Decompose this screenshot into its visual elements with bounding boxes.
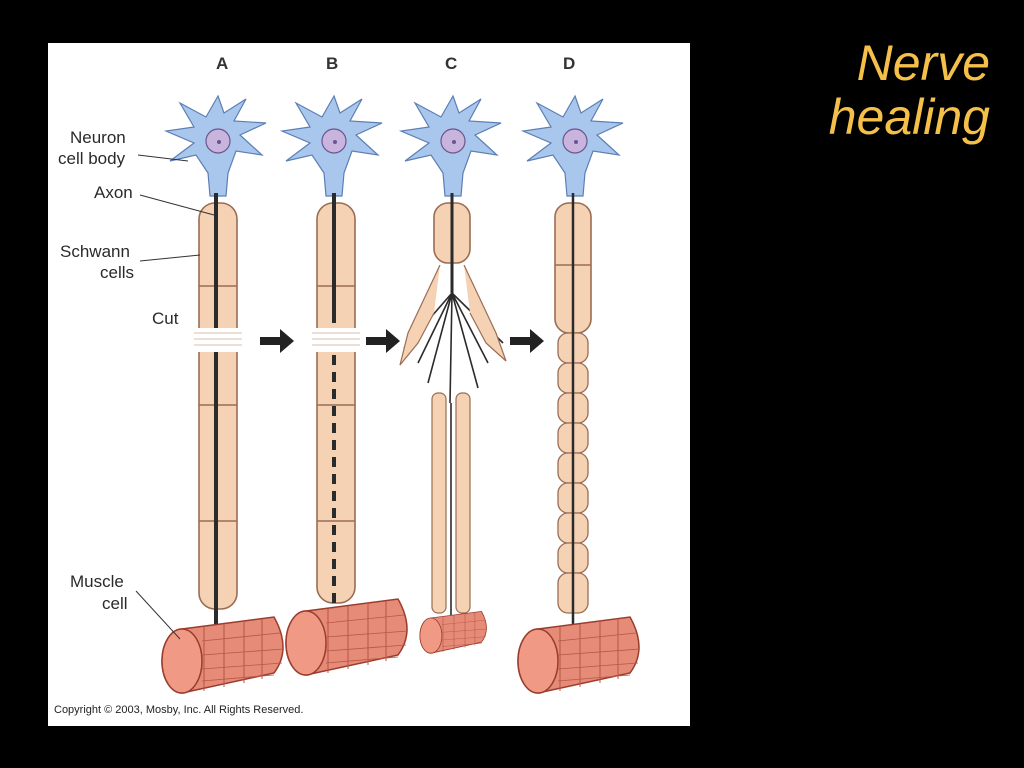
- panel-d-neuron-cell-body: [522, 95, 624, 197]
- panel-c-schwann-branches: [399, 264, 507, 366]
- panel-b-muscle-cell: [285, 598, 409, 676]
- label-schwann-line-1: Schwann: [60, 242, 130, 261]
- panel-letter-d: D: [563, 54, 575, 73]
- slide-title-line-1: Nerve: [856, 35, 990, 91]
- copyright-notice: Copyright © 2003, Mosby, Inc. All Rights…: [54, 704, 303, 716]
- panel-c-schwann-tube-left: [431, 392, 447, 614]
- panel-a-cut-marks: [194, 332, 242, 346]
- callout-neuron-cell-body: Neuron cell body: [58, 128, 189, 168]
- callout-cut: Cut: [152, 309, 179, 328]
- panel-b-neuron-cell-body: [281, 95, 383, 197]
- callout-muscle-cell: Muscle cell: [70, 572, 181, 640]
- label-muscle-line-2: cell: [102, 594, 128, 613]
- panel-b-cut-marks: [312, 332, 360, 346]
- callout-axon: Axon: [94, 183, 215, 216]
- label-schwann-line-2: cells: [100, 263, 134, 282]
- label-neuron-line-2: cell body: [58, 149, 126, 168]
- panel-b-degeneration: [281, 95, 409, 676]
- nerve-diagram: A B C D: [54, 54, 641, 716]
- leader-axon: [139, 194, 215, 216]
- panel-letter-a: A: [216, 54, 228, 73]
- panel-d-reinnervation: [517, 95, 641, 694]
- slide-title-line-2: healing: [828, 89, 990, 145]
- panel-a-muscle-cell: [161, 616, 285, 694]
- panel-c-neuron-cell-body: [400, 95, 502, 197]
- panel-a-cut-gap: [194, 328, 242, 352]
- panel-a-neuron-cell-body: [165, 95, 267, 197]
- label-neuron-line-1: Neuron: [70, 128, 126, 147]
- arrow-a-to-b-icon: [260, 329, 294, 353]
- panel-c-schwann-tube-right: [455, 392, 471, 614]
- label-muscle-line-1: Muscle: [70, 572, 124, 591]
- callout-schwann-cells: Schwann cells: [60, 242, 201, 282]
- panel-d-regenerated-schwann-segments: [557, 332, 589, 614]
- label-cut: Cut: [152, 309, 179, 328]
- leader-muscle: [135, 590, 181, 640]
- panel-letter-b: B: [326, 54, 338, 73]
- panel-d-muscle-cell: [517, 616, 641, 694]
- panel-letter-c: C: [445, 54, 457, 73]
- slide-title: Nerve healing: [730, 36, 990, 144]
- arrow-b-to-c-icon: [366, 329, 400, 353]
- panel-b-cut-gap: [312, 328, 360, 352]
- panel-c-muscle-cell: [419, 610, 488, 654]
- label-axon: Axon: [94, 183, 133, 202]
- panel-a-intact-nerve: [161, 95, 285, 694]
- arrow-c-to-d-icon: [510, 329, 544, 353]
- nerve-healing-figure: A B C D: [48, 43, 690, 726]
- leader-schwann: [139, 254, 201, 262]
- leader-neuron: [137, 154, 189, 162]
- panel-c-regrowth: [399, 95, 507, 654]
